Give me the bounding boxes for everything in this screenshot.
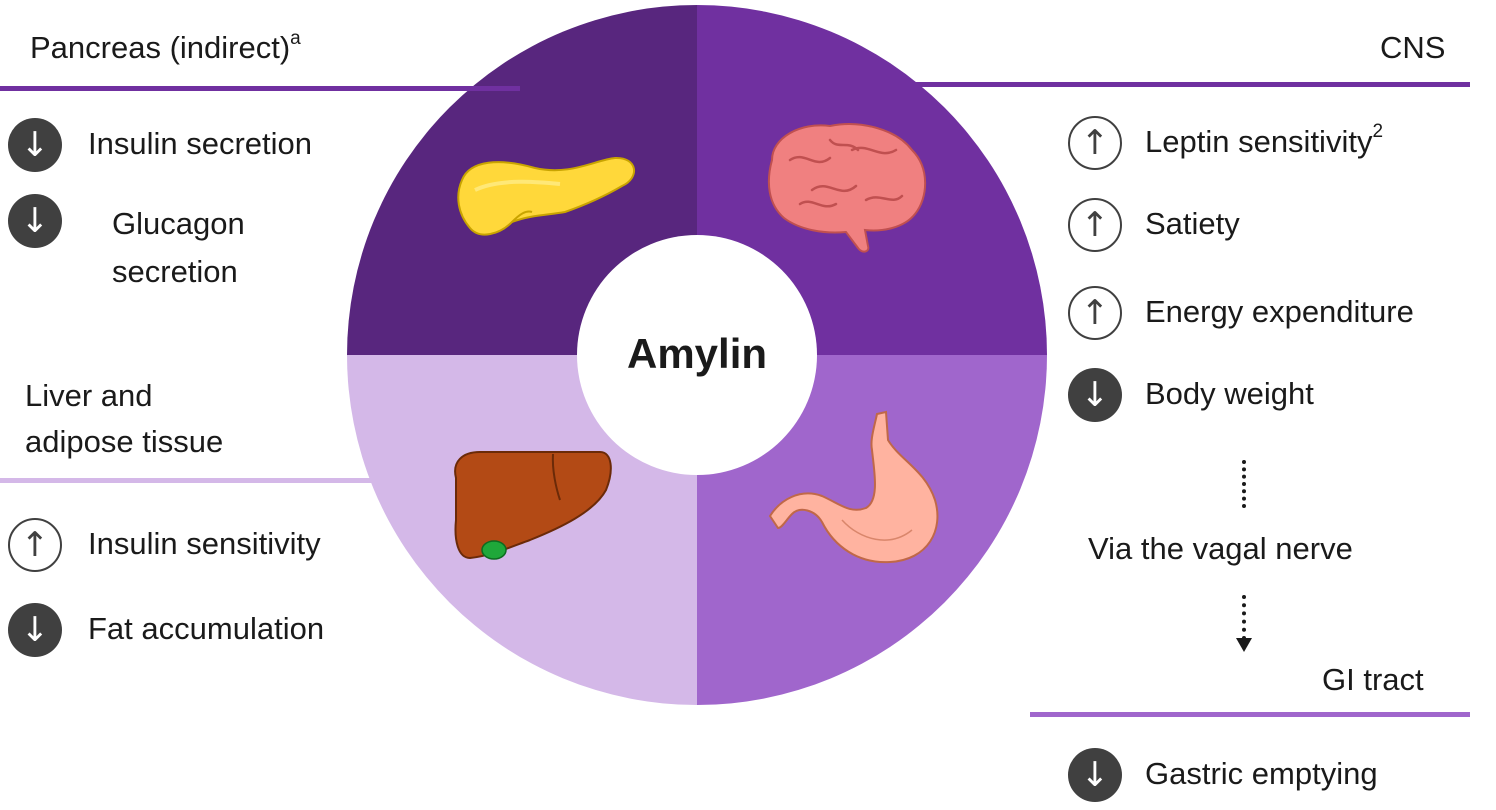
down-arrow-icon: ↓	[8, 603, 62, 657]
effect-energy-expenditure: Energy expenditure	[1145, 293, 1414, 330]
effect-leptin-sensitivity-text: Leptin sensitivity	[1145, 124, 1372, 159]
down-arrow-icon: ↓	[1068, 368, 1122, 422]
effect-insulin-sensitivity: Insulin sensitivity	[88, 525, 321, 562]
effect-fat-accumulation: Fat accumulation	[88, 610, 324, 647]
effect-leptin-sensitivity: Leptin sensitivity2	[1145, 123, 1383, 160]
vagal-connector-top	[1242, 460, 1246, 508]
effect-glucagon-secretion-line1: Glucagon	[112, 205, 245, 242]
pancreas-rule	[0, 86, 520, 91]
effect-insulin-secretion: Insulin secretion	[88, 125, 312, 162]
effect-leptin-sup: 2	[1372, 121, 1383, 142]
down-arrow-icon: ↓	[1068, 748, 1122, 802]
up-arrow-icon: ↑	[1068, 286, 1122, 340]
vagal-arrow-head	[1236, 638, 1252, 652]
cns-title: CNS	[1380, 30, 1445, 66]
liver-title-line1: Liver and	[25, 378, 153, 414]
liver-rule	[0, 478, 380, 483]
down-arrow-icon: ↓	[8, 118, 62, 172]
vagal-nerve-label: Via the vagal nerve	[1088, 530, 1353, 567]
pancreas-title-text: Pancreas (indirect)	[30, 30, 290, 65]
up-arrow-icon: ↑	[1068, 198, 1122, 252]
pancreas-title: Pancreas (indirect)a	[30, 30, 301, 66]
up-arrow-icon: ↑	[1068, 116, 1122, 170]
up-arrow-icon: ↑	[8, 518, 62, 572]
vagal-connector-bottom	[1242, 595, 1246, 640]
gi-rule	[1030, 712, 1470, 717]
center-label: Amylin	[577, 330, 817, 378]
down-arrow-icon: ↓	[8, 194, 62, 248]
cns-rule	[875, 82, 1470, 87]
gi-title: GI tract	[1322, 662, 1424, 698]
effect-glucagon-secretion-line2: secretion	[112, 253, 238, 290]
effect-gastric-emptying: Gastric emptying	[1145, 755, 1378, 792]
pancreas-title-sup: a	[290, 28, 301, 49]
effect-body-weight: Body weight	[1145, 375, 1314, 412]
liver-title-line2: adipose tissue	[25, 424, 223, 460]
effect-satiety: Satiety	[1145, 205, 1240, 242]
